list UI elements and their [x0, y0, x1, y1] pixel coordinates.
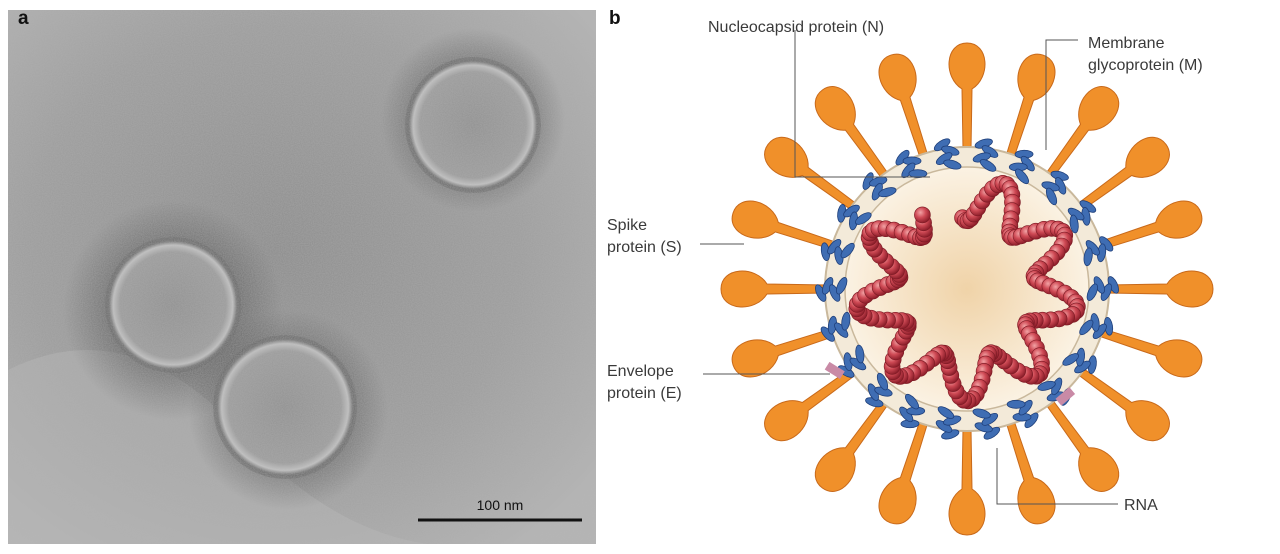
label-nucleocapsid-protein: Nucleocapsid protein (N): [708, 19, 884, 36]
membrane-glycoprotein: [1079, 313, 1114, 339]
membrane-glycoprotein: [820, 239, 855, 265]
label-envelope-protein: Envelope: [607, 363, 674, 380]
spike-protein: [878, 53, 929, 158]
spike-proteins: [720, 42, 1214, 536]
membrane-glycoprotein: [895, 149, 928, 179]
membrane-glycoprotein: [862, 172, 897, 201]
coronavirus-structure-diagram: Nucleocapsid protein (N) Membrane glycop…: [607, 19, 1214, 536]
label-spike-protein: Spike: [607, 217, 647, 234]
membrane-glycoprotein: [837, 204, 872, 231]
nucleocapsid-rna-coil: [848, 175, 1086, 410]
membrane-glycoprotein: [1083, 236, 1114, 267]
spike-protein: [731, 327, 836, 378]
membrane-glycoprotein: [972, 138, 999, 172]
membrane-glycoprotein: [972, 408, 1001, 440]
membrane-glycoproteins: [815, 138, 1119, 440]
membrane-glycoprotein: [1086, 276, 1119, 301]
membrane-glycoprotein: [1062, 347, 1097, 374]
spike-protein: [1077, 367, 1170, 442]
membrane-glycoprotein: [865, 372, 893, 408]
electron-micrograph: 100 nm: [8, 10, 596, 544]
nucleocapsid-bead: [914, 206, 931, 224]
spike-protein: [814, 86, 889, 179]
label-envelope-protein-line2: protein (E): [607, 385, 682, 402]
spike-protein: [948, 42, 986, 150]
membrane-glycoprotein: [820, 311, 851, 342]
envelope-protein: [824, 361, 845, 380]
spike-protein: [1045, 86, 1120, 179]
scale-bar-label: 100 nm: [477, 497, 524, 513]
spike-protein: [1077, 136, 1170, 211]
membrane-glycoprotein: [1067, 200, 1097, 234]
label-membrane-glycoprotein-line2: glycoprotein (M): [1088, 57, 1203, 74]
label-spike-protein-line2: protein (S): [607, 239, 682, 256]
spike-protein: [1106, 270, 1214, 308]
membrane-glycoprotein: [837, 344, 867, 378]
spike-protein: [720, 270, 828, 308]
spike-protein: [1098, 200, 1203, 251]
spike-protein: [878, 420, 929, 525]
membrane-glycoprotein: [899, 393, 926, 429]
label-rna: RNA: [1124, 497, 1158, 514]
spike-protein: [1045, 399, 1120, 492]
spike-protein: [764, 136, 857, 211]
leader-lines: [700, 30, 1118, 505]
membrane-glycoprotein: [1006, 399, 1039, 429]
spike-protein: [1098, 327, 1203, 378]
panel-letter-a: a: [18, 8, 29, 29]
membrane-glycoprotein: [815, 277, 848, 302]
membrane-glycoprotein: [1008, 149, 1035, 185]
spike-protein: [1005, 53, 1056, 158]
panel-letter-b: b: [609, 8, 621, 29]
spike-protein: [948, 428, 986, 536]
membrane-glycoprotein: [933, 138, 962, 170]
envelope-protein: [1055, 387, 1076, 406]
membrane-glycoprotein: [935, 406, 962, 440]
spike-protein: [814, 399, 889, 492]
spike-protein: [764, 367, 857, 442]
label-membrane-glycoprotein: Membrane: [1088, 35, 1165, 52]
spike-protein: [731, 200, 836, 251]
spike-protein: [1005, 420, 1056, 525]
membrane-glycoprotein: [1041, 170, 1069, 206]
